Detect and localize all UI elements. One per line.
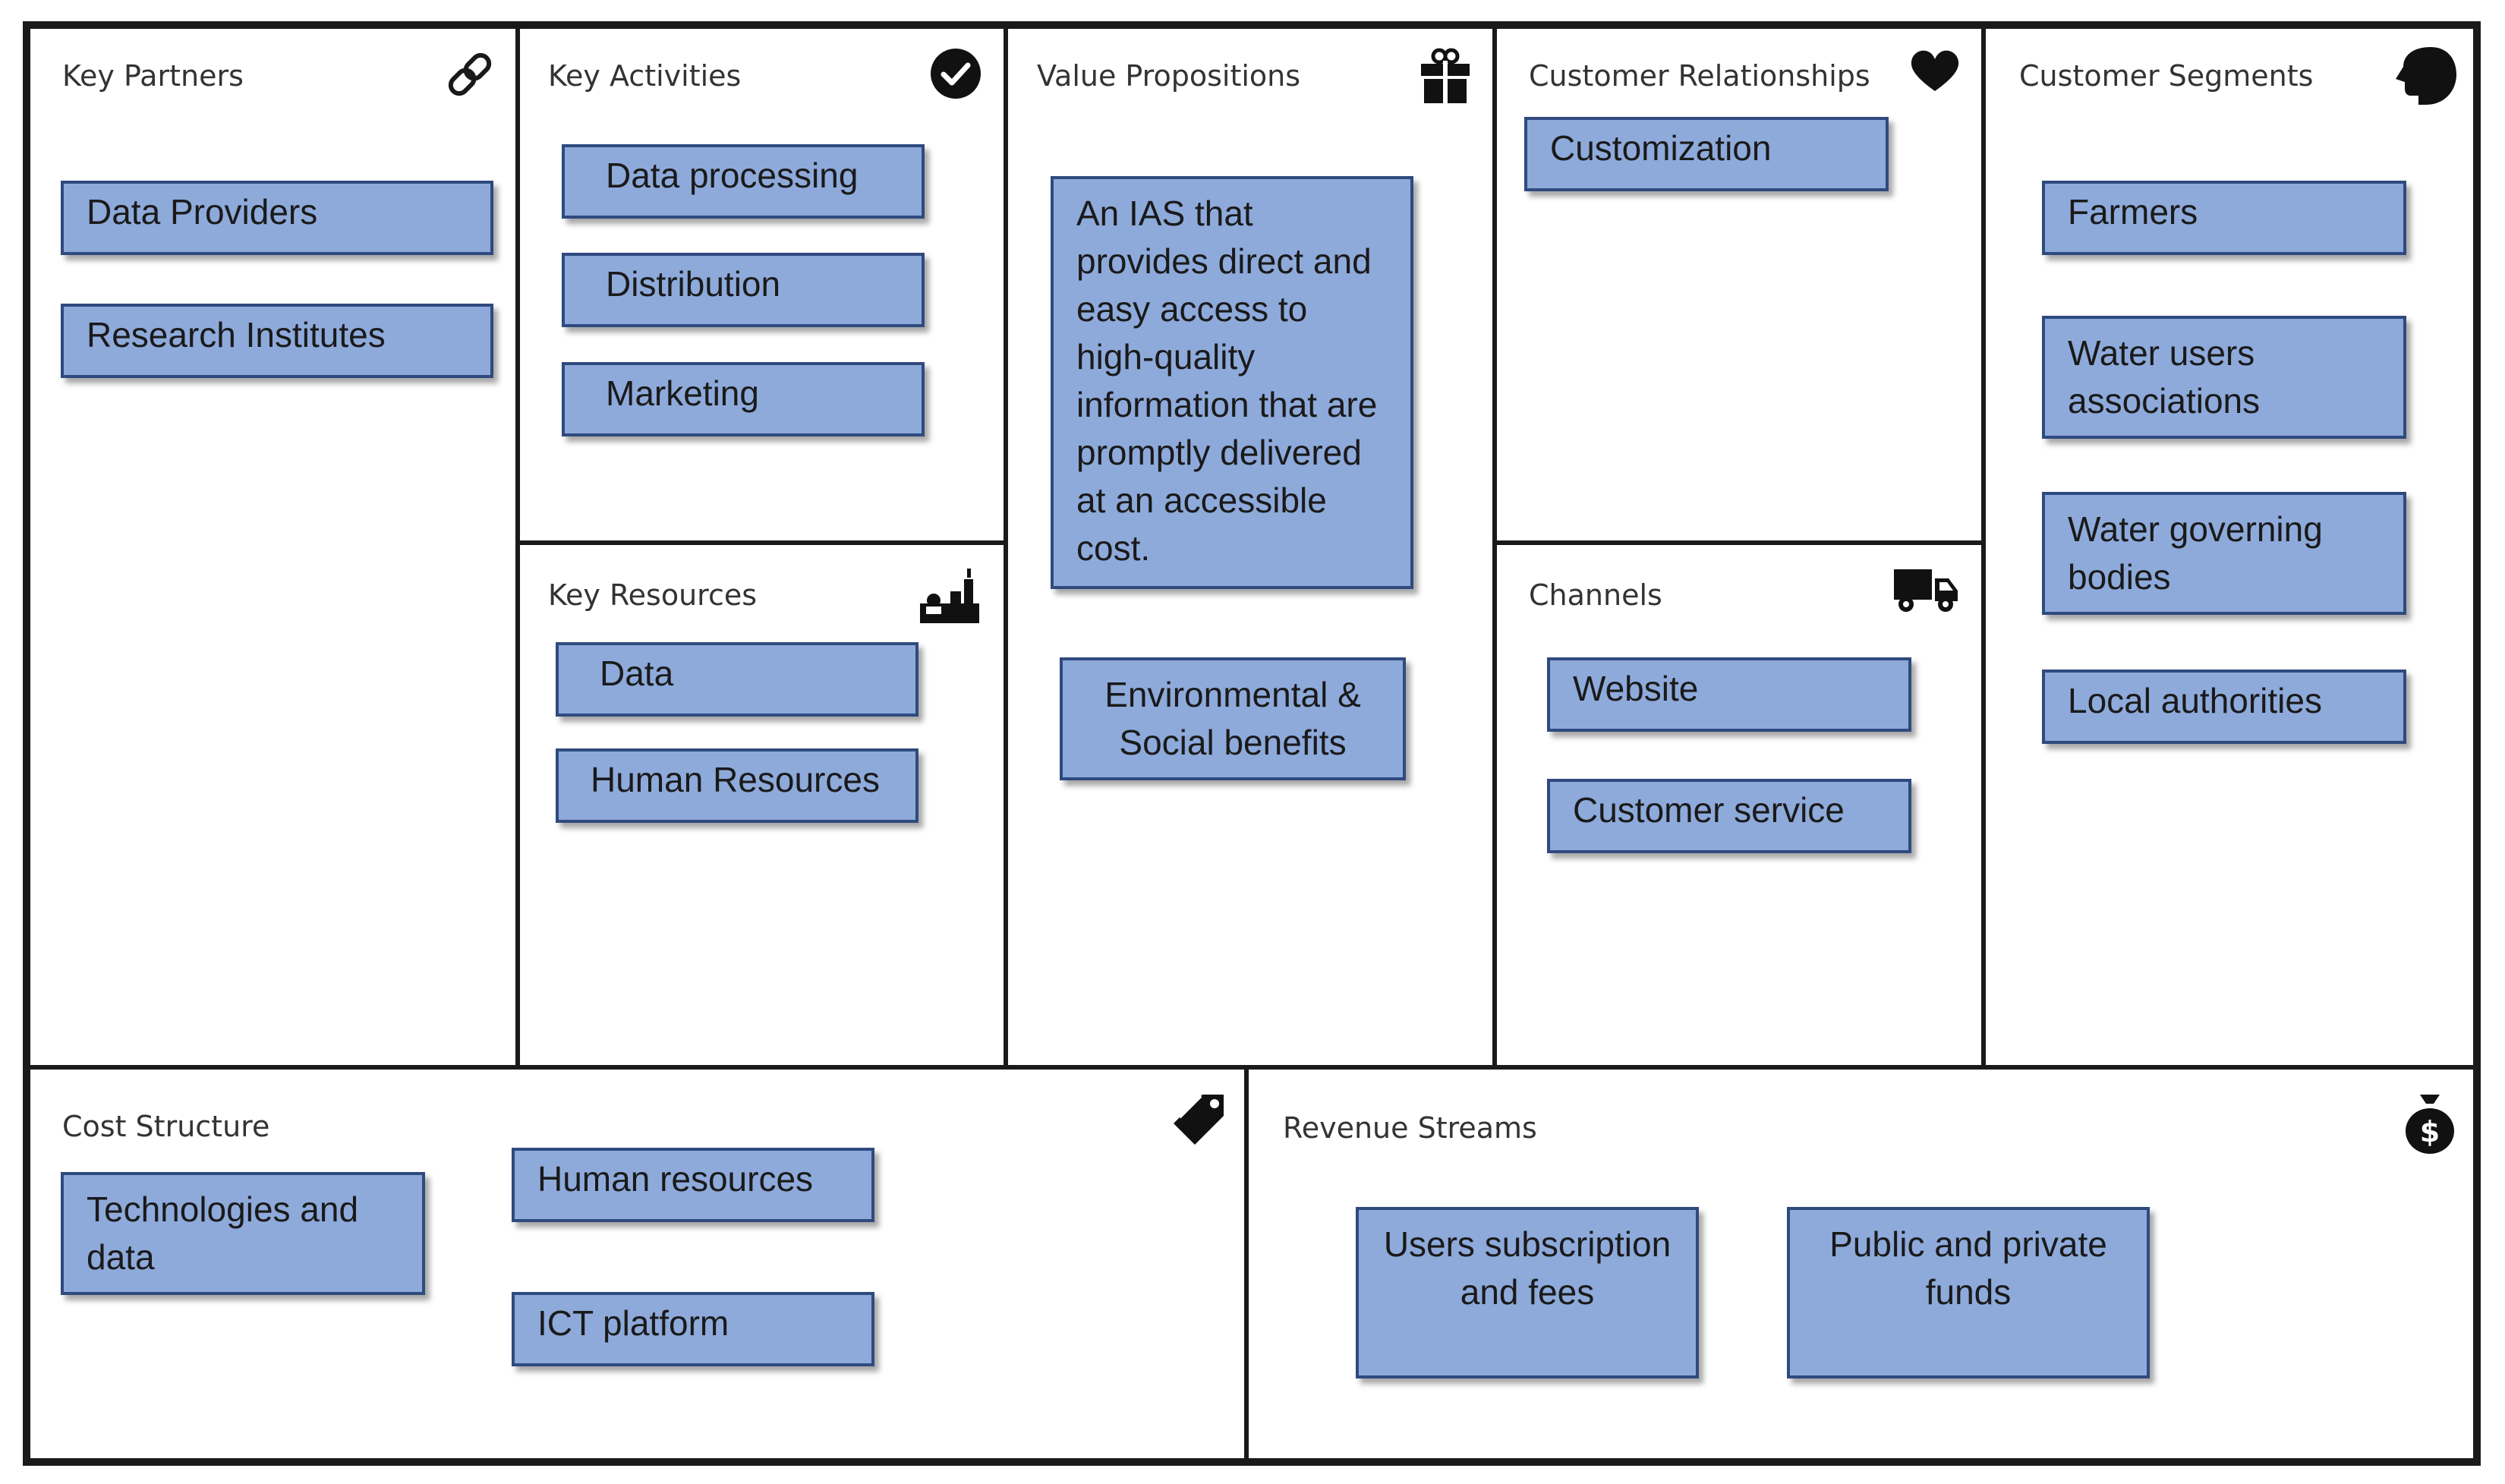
key-activity-note: Marketing xyxy=(562,362,925,436)
divider xyxy=(1492,25,1497,1069)
checkmark-icon xyxy=(931,49,981,99)
divider xyxy=(1495,540,1984,545)
revenue-streams-title: Revenue Streams xyxy=(1283,1111,1537,1145)
head-icon xyxy=(2396,47,2456,105)
value-proposition-note: Environmental & Social benefits xyxy=(1060,657,1406,780)
revenue-note: Users subscription and fees xyxy=(1356,1207,1699,1378)
price-tag-icon xyxy=(1174,1095,1224,1145)
link-icon xyxy=(448,52,492,96)
key-activities-title: Key Activities xyxy=(548,59,742,93)
divider xyxy=(1981,25,1986,1069)
money-bag-icon: $ xyxy=(2406,1095,2454,1154)
cost-note: Technologies and data xyxy=(61,1172,425,1295)
customer-relationships-title: Customer Relationships xyxy=(1529,59,1870,93)
factory-icon xyxy=(920,569,979,623)
canvas-frame xyxy=(23,21,2481,1466)
channel-note: Customer service xyxy=(1547,779,1911,853)
key-resources-title: Key Resources xyxy=(548,578,758,612)
value-proposition-note: An IAS that provides direct and easy acc… xyxy=(1051,176,1413,589)
divider xyxy=(27,1065,2477,1070)
customer-segment-note: Local authorities xyxy=(2042,670,2406,744)
customer-segments-title: Customer Segments xyxy=(2019,59,2314,93)
cost-note: ICT platform xyxy=(512,1292,874,1366)
value-propositions-title: Value Propositions xyxy=(1037,59,1301,93)
revenue-note: Public and private funds xyxy=(1787,1207,2150,1378)
divider xyxy=(518,540,1006,545)
divider xyxy=(1244,1067,1249,1462)
key-partners-title: Key Partners xyxy=(62,59,244,93)
customer-segment-note: Water governing bodies xyxy=(2042,492,2406,615)
key-activity-note: Distribution xyxy=(562,253,925,327)
channels-title: Channels xyxy=(1529,578,1662,612)
key-activity-note: Data processing xyxy=(562,144,925,219)
customer-segment-note: Farmers xyxy=(2042,181,2406,255)
heart-icon xyxy=(1911,50,1959,91)
key-partner-note: Research Institutes xyxy=(61,304,493,378)
customer-relationship-note: Customization xyxy=(1524,117,1889,191)
truck-icon xyxy=(1894,569,1958,612)
cost-structure-title: Cost Structure xyxy=(62,1110,270,1143)
gift-icon xyxy=(1421,48,1470,105)
svg-text:$: $ xyxy=(2420,1115,2440,1148)
divider xyxy=(1004,25,1008,1069)
customer-segment-note: Water users associations xyxy=(2042,316,2406,439)
channel-note: Website xyxy=(1547,657,1911,732)
key-resource-note: Human Resources xyxy=(556,748,918,823)
key-partner-note: Data Providers xyxy=(61,181,493,255)
divider xyxy=(515,25,520,1069)
cost-note: Human resources xyxy=(512,1148,874,1222)
key-resource-note: Data xyxy=(556,642,918,717)
